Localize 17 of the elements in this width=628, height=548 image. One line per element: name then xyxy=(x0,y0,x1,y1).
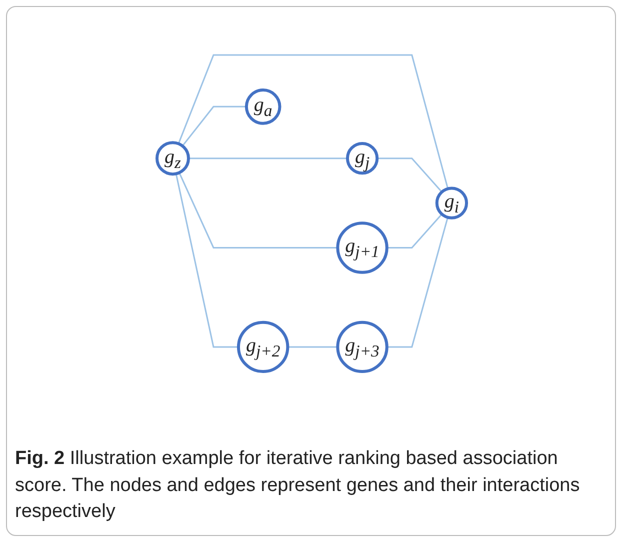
gene-node: g$_{z}$ xyxy=(156,140,190,176)
interaction-line xyxy=(176,173,239,348)
interaction-line xyxy=(178,54,449,189)
interaction-line xyxy=(377,157,443,192)
interaction-line xyxy=(178,172,338,248)
gene-node: g$_{j+2}$ xyxy=(237,320,290,373)
interaction-line xyxy=(288,346,338,348)
gene-node: g$_{j+3}$ xyxy=(336,320,389,373)
interaction-line xyxy=(387,213,443,248)
gene-node: g$_{a}$ xyxy=(245,88,282,125)
interaction-line xyxy=(182,106,247,146)
interaction-line xyxy=(387,216,449,348)
interaction-line xyxy=(188,157,348,159)
figure-caption: Fig. 2 Illustration example for iterative ranking based association score. The nodes and edges represent genes and their interactions respectively xyxy=(15,447,581,524)
gene-node: g$_{i}$ xyxy=(436,186,468,220)
gene-node: g$_{j}$ xyxy=(346,142,379,174)
gene-node: g$_{j+1}$ xyxy=(336,221,389,274)
